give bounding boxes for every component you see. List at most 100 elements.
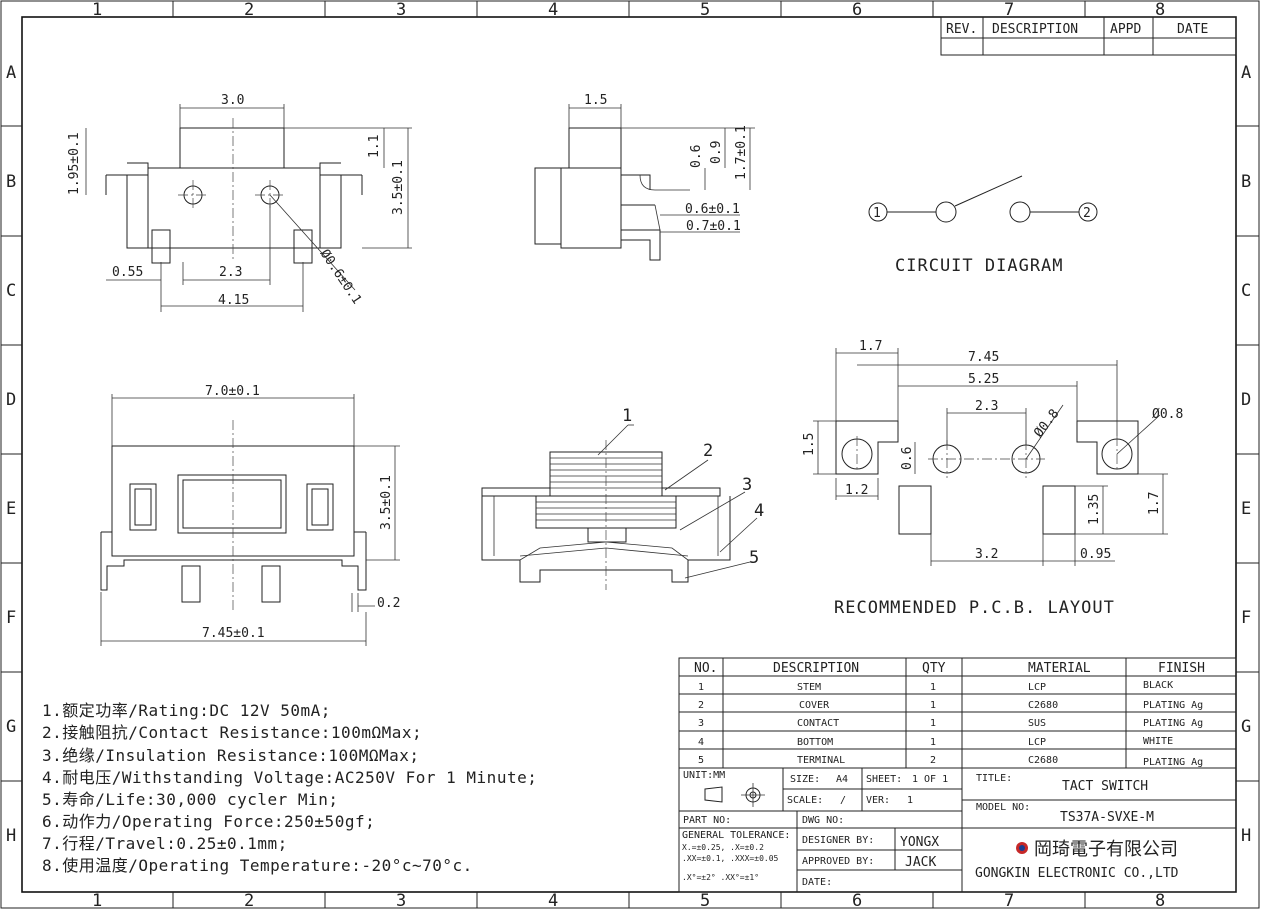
date-label: DATE: — [802, 877, 832, 888]
unit-label: UNIT:MM — [683, 770, 725, 781]
scale-label: SCALE: — [787, 795, 823, 806]
model-value: TS37A-SVXE-M — [1060, 810, 1154, 825]
size-value: A4 — [836, 774, 848, 785]
bom-cell: WHITE — [1143, 736, 1173, 747]
bom-cell: 1 — [930, 737, 936, 748]
bom-cell: CONTACT — [797, 718, 839, 729]
row-label: F — [6, 608, 17, 628]
designer-value: YONGX — [900, 835, 939, 850]
scale-value: / — [840, 795, 846, 806]
row-label: E — [6, 499, 17, 519]
row-label: D — [1241, 390, 1252, 410]
bom-header: MATERIAL — [1028, 661, 1091, 676]
pcb-dim-e: Ø0.8 — [1031, 407, 1062, 441]
ver-label: VER: — [866, 795, 890, 806]
callout-3: 3 — [742, 475, 753, 495]
sheet-value: 1 OF 1 — [912, 774, 948, 785]
bom-cell: C2680 — [1028, 755, 1058, 766]
bom-cell: 1 — [930, 718, 936, 729]
callout-1: 1 — [622, 406, 633, 426]
pcb-dim-m: 0.95 — [1080, 547, 1111, 562]
part-label: PART NO: — [683, 815, 731, 826]
bom-cell: 1 — [930, 700, 936, 711]
spec-line: 5.寿命/Life:30,000 cycler Min; — [42, 790, 338, 809]
dim-top-height-left: 1.95±0.1 — [67, 132, 82, 195]
dim-side-width: 1.5 — [584, 93, 607, 108]
bom-cell: BOTTOM — [797, 737, 833, 748]
row-label: H — [6, 826, 17, 846]
pcb-dim-h: 0.6 — [900, 447, 915, 470]
tol-line: .X°=±2° .XX°=±1° — [682, 873, 759, 882]
spec-list: 1.额定功率/Rating:DC 12V 50mA; 2.接触阻抗/Contac… — [42, 701, 537, 875]
title-label: TITLE: — [976, 773, 1012, 784]
col-label: 6 — [852, 891, 863, 910]
designer-label: DESIGNER BY: — [802, 835, 874, 846]
col-label: 5 — [700, 0, 711, 20]
bom-cell: 1 — [930, 682, 936, 693]
circuit-diagram: 1 2 CIRCUIT DIAGRAM — [868, 175, 1098, 276]
row-label: D — [6, 390, 17, 410]
dim-top-stem: 1.1 — [367, 135, 382, 158]
pcb-dim-i: 1.2 — [845, 483, 868, 498]
dim-top-d3: 4.15 — [218, 293, 249, 308]
spec-line: 3.绝缘/Insulation Resistance:100MΩMax; — [42, 746, 420, 765]
title-block: UNIT:MM SIZE: A4 SHEET: 1 OF 1 SCALE: / … — [678, 767, 1237, 893]
row-label: C — [6, 281, 17, 301]
row-label: F — [1241, 608, 1252, 628]
pcb-dim-l: 3.2 — [975, 547, 998, 562]
dim-top-d1: 0.55 — [112, 265, 143, 280]
bom-table: NO. DESCRIPTION QTY MATERIAL FINISH 1 ST… — [678, 657, 1237, 769]
bom-cell: COVER — [799, 700, 830, 711]
side-view: 1.5 0.6 0.9 1.7±0.1 0.6±0.1 0.7±0.1 — [534, 93, 755, 261]
rev-desc-header: DESCRIPTION — [992, 22, 1078, 37]
col-label: 2 — [244, 891, 255, 910]
pcb-dim-c: 5.25 — [968, 372, 999, 387]
row-label: B — [6, 172, 17, 192]
bom-cell: BLACK — [1143, 680, 1173, 691]
row-label: A — [6, 63, 17, 83]
dim-top-d2: 2.3 — [219, 265, 242, 280]
dim-side-c: 1.7±0.1 — [734, 125, 749, 180]
spec-line: 1.额定功率/Rating:DC 12V 50mA; — [42, 701, 331, 720]
ver-value: 1 — [907, 795, 913, 806]
row-label: E — [1241, 499, 1252, 519]
dim-front-foot: 0.2 — [377, 596, 400, 611]
front-view: 7.0±0.1 3.5±0.1 0.2 7.45±0.1 — [100, 384, 400, 646]
bom-cell: 1 — [698, 682, 704, 693]
spec-line: 7.行程/Travel:0.25±0.1mm; — [42, 834, 288, 853]
bom-header: DESCRIPTION — [773, 661, 859, 676]
top-view: 3.0 1.95±0.1 1.1 3.5±0.1 0.55 2.3 4.15 Ø… — [67, 93, 412, 312]
rev-date-header: DATE — [1177, 22, 1208, 37]
grid-col-labels: 1 2 3 4 5 6 7 8 1 2 3 4 5 6 7 8 — [92, 0, 1166, 910]
bom-cell: PLATING Ag — [1143, 757, 1203, 768]
dim-front-total: 7.45±0.1 — [202, 626, 265, 641]
spec-line: 6.动作力/Operating Force:250±50gf; — [42, 812, 375, 831]
bom-cell: 5 — [698, 755, 704, 766]
col-label: 4 — [548, 0, 559, 20]
pcb-layout: 1.7 7.45 5.25 2.3 Ø0.8 Ø0.8 1.5 0.6 1.2 … — [802, 339, 1183, 618]
col-label: 8 — [1155, 0, 1166, 20]
bom-cell: SUS — [1028, 718, 1046, 729]
rev-appd-header: APPD — [1110, 22, 1141, 37]
bom-cell: PLATING Ag — [1143, 718, 1203, 729]
dim-side-b: 0.9 — [709, 141, 724, 164]
bom-cell: TERMINAL — [797, 755, 845, 766]
bom-cell: 2 — [930, 755, 936, 766]
company-en: GONGKIN ELECTRONIC CO.,LTD — [975, 866, 1179, 881]
model-label: MODEL NO: — [976, 802, 1030, 813]
dim-top-hole: Ø0.6±0.1 — [317, 247, 364, 307]
bom-cell: 4 — [698, 737, 704, 748]
tol-title: GENERAL TOLERANCE: — [682, 830, 790, 841]
bom-header: NO. — [694, 661, 717, 676]
pcb-dim-f: Ø0.8 — [1152, 407, 1183, 422]
callout-2: 2 — [703, 441, 714, 461]
callout-5: 5 — [749, 548, 760, 568]
bom-cell: 3 — [698, 718, 704, 729]
row-label: H — [1241, 826, 1252, 846]
col-label: 4 — [548, 891, 559, 910]
col-label: 5 — [700, 891, 711, 910]
pcb-dim-k: 1.7 — [1147, 492, 1162, 515]
grid-row-labels: A B C D E F G H A B C D E F G H — [6, 63, 1252, 846]
col-label: 2 — [244, 0, 255, 20]
